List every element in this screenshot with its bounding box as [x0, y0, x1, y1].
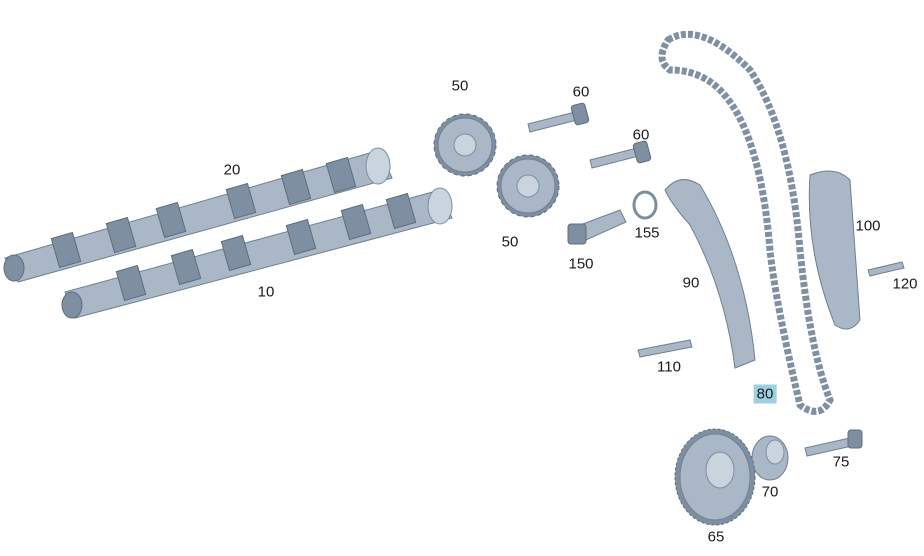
hub-70[interactable]	[751, 435, 789, 481]
callout-60-upper[interactable]: 60	[572, 83, 590, 101]
callout-10[interactable]: 10	[257, 283, 275, 301]
chain-tensioner-150[interactable]	[567, 209, 627, 245]
callout-80-highlighted[interactable]: 80	[753, 384, 777, 404]
pin-110[interactable]	[637, 339, 693, 358]
callout-60-lower[interactable]: 60	[632, 126, 650, 144]
sprocket-50-lower[interactable]	[496, 154, 560, 218]
gear-65[interactable]	[674, 428, 756, 526]
tensioner-rail-100[interactable]	[808, 170, 861, 330]
bolt-75[interactable]	[804, 429, 863, 457]
callout-90[interactable]: 90	[682, 274, 700, 292]
guide-rail-90[interactable]	[664, 179, 756, 369]
seal-ring-155[interactable]	[632, 190, 658, 220]
sprocket-50-upper[interactable]	[433, 113, 497, 177]
camshaft-10[interactable]	[61, 187, 453, 319]
callout-50-upper[interactable]: 50	[451, 77, 469, 95]
callout-100[interactable]: 100	[855, 217, 881, 235]
bolt-60-upper[interactable]	[527, 102, 590, 133]
callout-120[interactable]: 120	[892, 275, 918, 293]
callout-50-lower[interactable]: 50	[501, 233, 519, 251]
callout-65[interactable]: 65	[707, 528, 725, 546]
callout-20[interactable]: 20	[223, 161, 241, 179]
pin-120[interactable]	[867, 261, 905, 277]
callout-70[interactable]: 70	[761, 483, 779, 501]
camshaft-20[interactable]	[3, 147, 393, 283]
callout-150[interactable]: 150	[568, 255, 594, 273]
callout-155[interactable]: 155	[634, 224, 660, 242]
bolt-60-lower[interactable]	[589, 140, 652, 169]
callout-110[interactable]: 110	[657, 358, 681, 376]
timing-chain-80[interactable]	[658, 30, 834, 415]
callout-75[interactable]: 75	[832, 453, 850, 471]
